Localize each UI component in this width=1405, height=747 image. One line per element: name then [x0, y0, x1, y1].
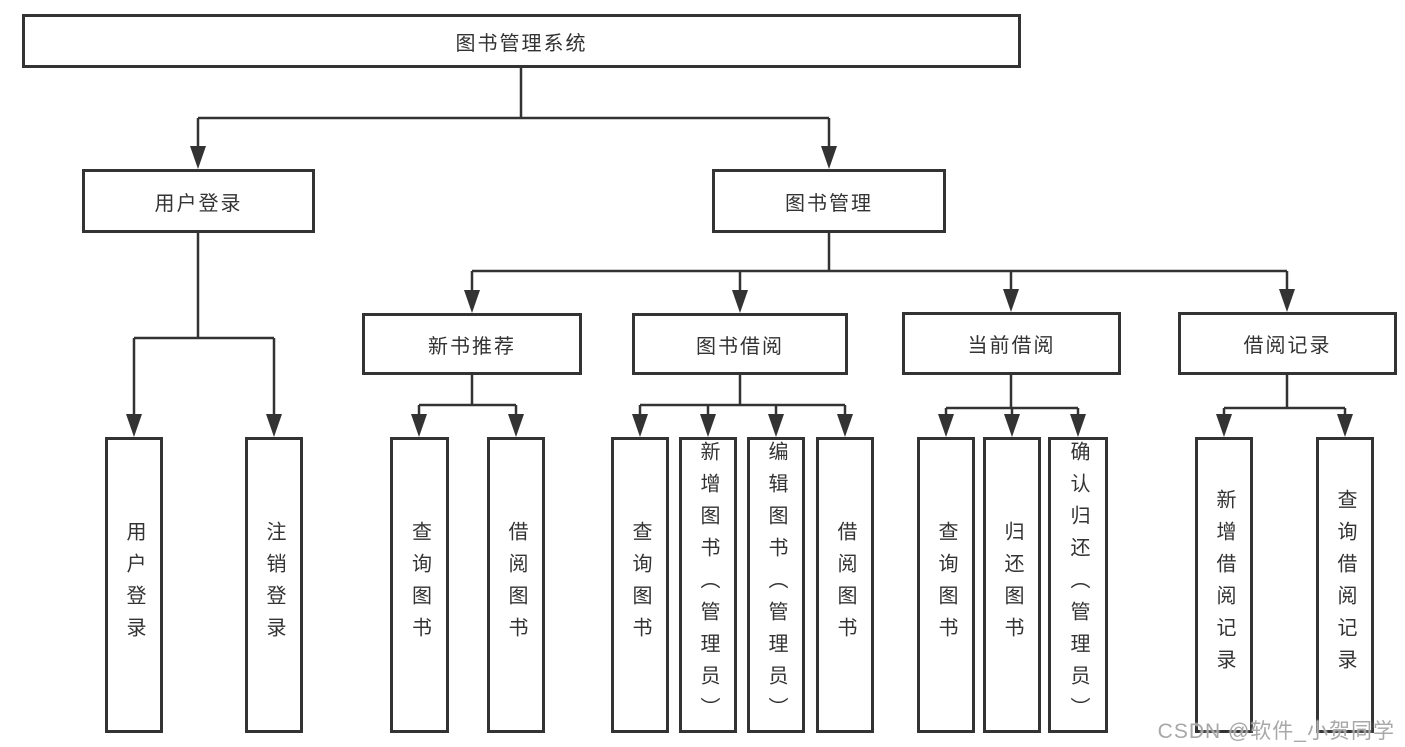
watermark: CSDN @软件_小贺同学	[1157, 720, 1395, 743]
node-label: 借阅图书	[505, 521, 527, 649]
node-bb-edit-books-admin: 编辑图书（管理员）	[747, 437, 805, 733]
node-user-login-leaf: 用户登录	[105, 437, 163, 733]
node-label: 查询图书	[935, 521, 957, 649]
node-label: 确认归还（管理员）	[1067, 441, 1089, 729]
node-bb-borrow-books: 借阅图书	[816, 437, 874, 733]
node-user-login-group: 用户登录	[82, 169, 315, 233]
node-label: 借阅图书	[834, 521, 856, 649]
arrowhead-icons	[126, 146, 1353, 437]
node-borrow-record: 借阅记录	[1178, 312, 1397, 375]
node-cb-return-books: 归还图书	[983, 437, 1041, 733]
node-label: 用户登录	[154, 192, 243, 215]
node-label: 查询借阅记录	[1334, 489, 1356, 681]
node-br-query-record: 查询借阅记录	[1316, 437, 1374, 733]
node-label: 查询图书	[408, 521, 431, 649]
node-cb-query-books: 查询图书	[917, 437, 975, 733]
node-logout: 注销登录	[245, 437, 303, 733]
node-library-management-system: 图书管理系统	[22, 14, 1021, 68]
node-nbr-borrow-books: 借阅图书	[487, 437, 545, 733]
node-current-borrow: 当前借阅	[902, 312, 1121, 375]
node-label: 用户登录	[123, 521, 145, 649]
node-bb-add-books-admin: 新增图书（管理员）	[679, 437, 737, 733]
node-book-management-group: 图书管理	[712, 169, 946, 233]
node-label: 图书管理系统	[455, 32, 588, 55]
node-label: 编辑图书（管理员）	[765, 441, 787, 729]
node-br-add-record: 新增借阅记录	[1195, 437, 1253, 733]
node-label: 新增图书（管理员）	[697, 441, 719, 729]
node-label: 图书管理	[785, 192, 873, 215]
node-label: 借阅记录	[1243, 335, 1332, 357]
node-label: 查询图书	[629, 521, 651, 649]
node-label: 新增借阅记录	[1213, 489, 1235, 681]
node-label: 注销登录	[263, 521, 285, 649]
node-book-borrow: 图书借阅	[632, 313, 848, 375]
node-bb-query-books: 查询图书	[611, 437, 669, 733]
node-cb-confirm-return-admin: 确认归还（管理员）	[1048, 437, 1108, 733]
node-label: 新书推荐	[428, 335, 516, 358]
node-label: 归还图书	[1001, 521, 1023, 649]
node-new-book-recommend: 新书推荐	[362, 313, 582, 375]
node-nbr-query-books: 查询图书	[390, 437, 449, 733]
node-label: 图书借阅	[696, 335, 784, 358]
node-label: 当前借阅	[967, 335, 1056, 357]
